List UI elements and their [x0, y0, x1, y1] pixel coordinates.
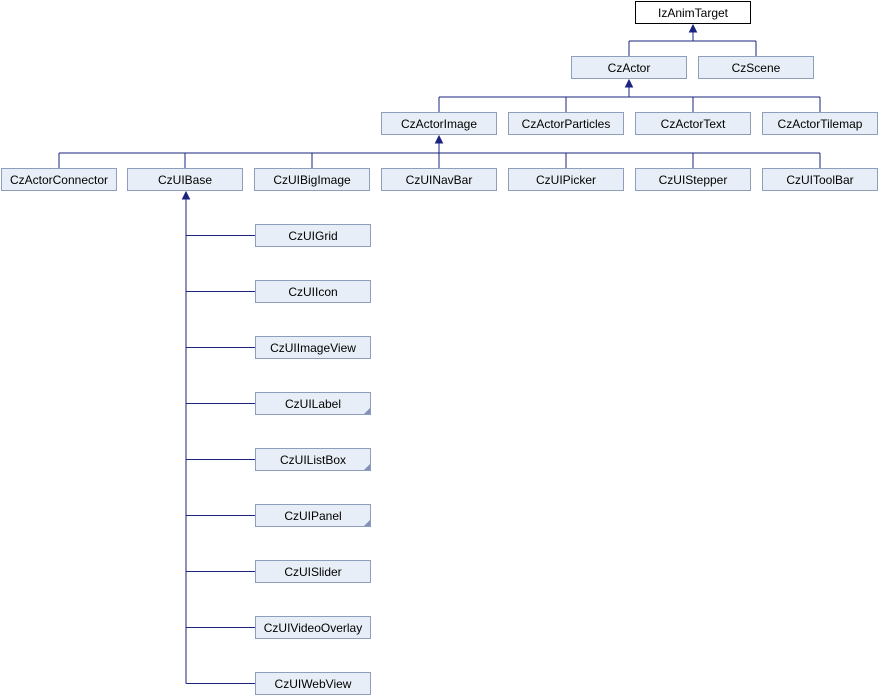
node-label: CzUIPanel: [284, 509, 341, 523]
node-box: [762, 168, 878, 191]
node-cz-ui-big-image[interactable]: CzUIBigImage: [254, 168, 370, 191]
node-cz-ui-stepper[interactable]: CzUIStepper: [635, 168, 751, 191]
node-box: [254, 168, 370, 191]
node-box: [508, 112, 624, 135]
node-cz-actor-tilemap[interactable]: CzActorTilemap: [762, 112, 878, 135]
node-box: [255, 616, 371, 639]
inheritance-arrowhead: [181, 190, 191, 200]
node-cz-ui-nav-bar[interactable]: CzUINavBar: [381, 168, 497, 191]
node-label: CzUIIcon: [288, 285, 337, 299]
node-cz-ui-web-view[interactable]: CzUIWebView: [255, 672, 371, 695]
node-label: CzUIListBox: [280, 453, 346, 467]
node-cz-actor-particles[interactable]: CzActorParticles: [508, 112, 624, 135]
node-cz-ui-icon[interactable]: CzUIIcon: [255, 280, 371, 303]
more-subclasses-marker: [364, 520, 370, 526]
node-label: CzScene: [732, 61, 781, 75]
node-box: [255, 224, 371, 247]
node-cz-ui-video-overlay[interactable]: CzUIVideoOverlay: [255, 616, 371, 639]
node-box: [381, 168, 497, 191]
node-cz-ui-slider[interactable]: CzUISlider: [255, 560, 371, 583]
node-box: [698, 56, 814, 79]
node-label: CzActorConnector: [10, 173, 108, 187]
node-label: IzAnimTarget: [658, 6, 729, 20]
node-label: CzUIImageView: [270, 341, 356, 355]
node-box: [255, 392, 371, 415]
node-box: [127, 168, 243, 191]
node-box: [255, 504, 371, 527]
node-box: [635, 168, 751, 191]
node-iz-anim-target[interactable]: IzAnimTarget: [635, 1, 751, 24]
node-cz-scene[interactable]: CzScene: [698, 56, 814, 79]
node-box: [508, 168, 624, 191]
node-cz-ui-label[interactable]: CzUILabel: [255, 392, 371, 415]
node-cz-ui-grid[interactable]: CzUIGrid: [255, 224, 371, 247]
node-box: [255, 448, 371, 471]
node-box: [381, 112, 497, 135]
node-label: CzActorTilemap: [778, 117, 863, 131]
node-box: [255, 560, 371, 583]
node-cz-ui-image-view[interactable]: CzUIImageView: [255, 336, 371, 359]
node-box: [635, 112, 751, 135]
node-label: CzActorText: [661, 117, 726, 131]
node-label: CzUIStepper: [659, 173, 728, 187]
node-box: [1, 168, 117, 191]
inheritance-arrowhead: [624, 78, 634, 88]
more-subclasses-marker: [364, 408, 370, 414]
node-cz-actor[interactable]: CzActor: [571, 56, 687, 79]
node-box: [255, 336, 371, 359]
node-label: CzUILabel: [285, 397, 341, 411]
node-label: CzUIBase: [158, 173, 212, 187]
node-label: CzUIToolBar: [786, 173, 853, 187]
node-label: CzUIPicker: [536, 173, 596, 187]
node-cz-actor-connector[interactable]: CzActorConnector: [1, 168, 117, 191]
node-label: CzUIVideoOverlay: [264, 621, 362, 635]
inheritance-arrowhead: [434, 134, 444, 144]
node-box: [255, 280, 371, 303]
node-box: [571, 56, 687, 79]
node-cz-ui-picker[interactable]: CzUIPicker: [508, 168, 624, 191]
node-cz-actor-text[interactable]: CzActorText: [635, 112, 751, 135]
node-label: CzUISlider: [284, 565, 341, 579]
node-label: CzActorParticles: [522, 117, 611, 131]
node-cz-ui-base[interactable]: CzUIBase: [127, 168, 243, 191]
node-box: [255, 672, 371, 695]
more-subclasses-marker: [364, 464, 370, 470]
node-cz-ui-list-box[interactable]: CzUIListBox: [255, 448, 371, 471]
node-box: [635, 1, 751, 24]
node-box: [762, 112, 878, 135]
node-cz-ui-tool-bar[interactable]: CzUIToolBar: [762, 168, 878, 191]
node-cz-ui-panel[interactable]: CzUIPanel: [255, 504, 371, 527]
node-label: CzUIGrid: [288, 229, 337, 243]
node-label: CzActor: [608, 61, 651, 75]
node-label: CzUIBigImage: [273, 173, 351, 187]
node-label: CzUINavBar: [406, 173, 473, 187]
inheritance-arrowhead: [688, 23, 698, 33]
node-cz-actor-image[interactable]: CzActorImage: [381, 112, 497, 135]
node-label: CzUIWebView: [275, 677, 352, 691]
node-label: CzActorImage: [401, 117, 477, 131]
inheritance-edges: [58, 23, 821, 684]
